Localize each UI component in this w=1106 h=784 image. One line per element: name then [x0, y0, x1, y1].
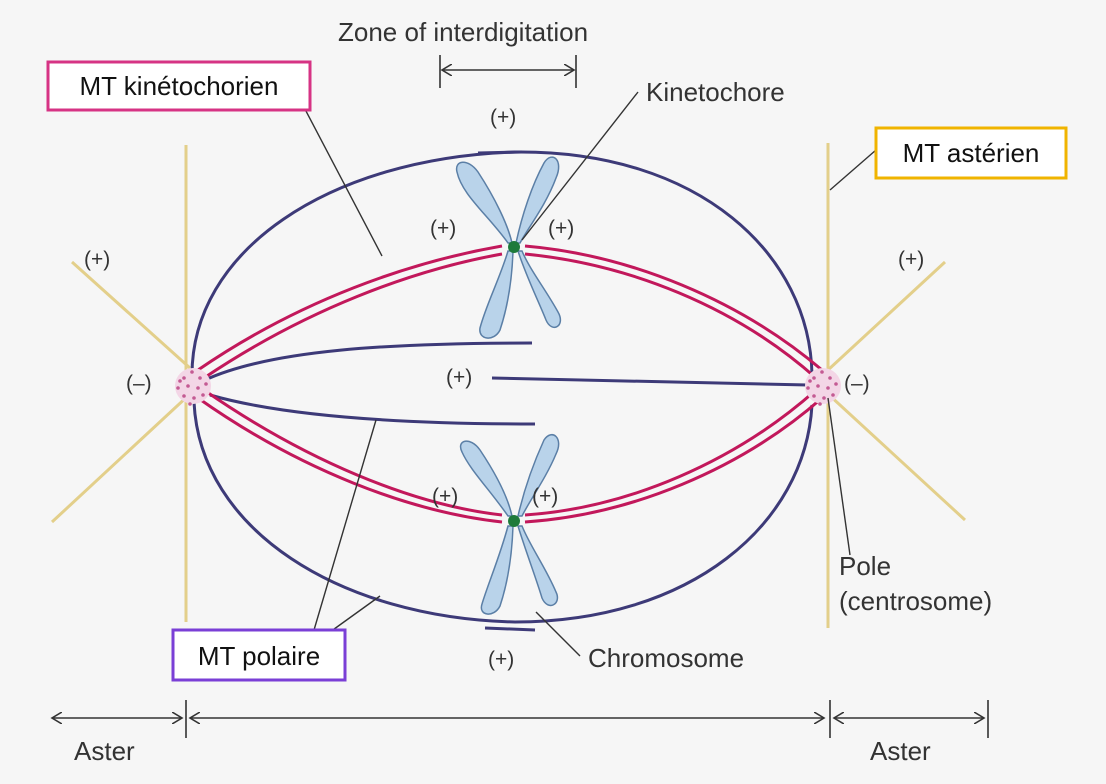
plus-bottom: (+): [488, 648, 514, 671]
kt-mt-lower-right-b: [524, 388, 817, 517]
kt-mt-lower-left-a: [197, 396, 503, 524]
polar-mt-inner-upper: [204, 341, 533, 382]
leader-polar-outer: [329, 595, 381, 633]
zone-label: Zone of interdigitation: [338, 17, 588, 47]
kt-mt-lower-left-b: [203, 388, 503, 517]
aster-label-right: Aster: [870, 736, 931, 766]
kinetochore-label: Kinetochore: [646, 77, 785, 107]
plus-lower-left: (+): [432, 485, 458, 508]
kt-mt-upper-right-b: [524, 252, 817, 380]
astral-mt-left-lower: [50, 392, 192, 524]
minus-left: (–): [126, 372, 152, 395]
kinetochore-upper: [508, 241, 520, 253]
kt-mt-upper-right-a: [524, 244, 823, 372]
plus-upper-right: (+): [548, 217, 574, 240]
box-astral-mt-text: MT astérien: [903, 138, 1040, 168]
plus-lower-right: (+): [532, 485, 558, 508]
leader-chromosome: [535, 611, 581, 657]
leader-kt-mt: [295, 91, 383, 257]
polar-mt-inner-right: [491, 376, 809, 387]
bottom-dimension-arrows: [52, 700, 989, 738]
plus-aster-right: (+): [898, 248, 924, 271]
astral-mt-right-lower: [826, 392, 967, 522]
chromosome-upper: [455, 156, 562, 339]
box-polar-mt-text: MT polaire: [198, 641, 320, 671]
chromosome-label: Chromosome: [588, 643, 744, 673]
polar-mt-lower-arc: [192, 401, 814, 624]
centrosome-left: [175, 368, 211, 406]
polar-microtubules: [190, 150, 814, 632]
plus-center: (+): [446, 366, 472, 389]
leader-astral-mt: [829, 149, 877, 191]
kinetochore-lower: [508, 515, 520, 527]
polar-mt-bottom-cap: [484, 626, 536, 632]
plus-top: (+): [490, 106, 516, 129]
kt-mt-upper-left-a: [197, 244, 503, 372]
leader-kinetochore: [521, 91, 639, 241]
chromosome-lower: [459, 434, 560, 615]
kinetochore-microtubules: [197, 244, 823, 524]
kt-mt-lower-right-a: [524, 396, 823, 524]
leader-lines: [295, 91, 877, 657]
kt-mt-upper-left-b: [203, 252, 503, 380]
polar-mt-top-cap: [477, 150, 523, 155]
plus-upper-left: (+): [430, 217, 456, 240]
box-polar-mt: MT polaire: [171, 628, 347, 682]
aster-label-left: Aster: [74, 736, 135, 766]
minus-right: (–): [844, 372, 870, 395]
pole-label-line2: (centrosome): [839, 586, 992, 616]
box-astral-mt: MT astérien: [874, 126, 1068, 180]
pole-label-line1: Pole: [839, 551, 891, 581]
box-kinetochore-mt: MT kinétochorien: [46, 60, 312, 112]
centrosome-right: [805, 368, 841, 406]
astral-mt-left-upper: [70, 260, 192, 370]
polar-mt-inner-lower: [209, 393, 536, 426]
plus-aster-left: (+): [84, 248, 110, 271]
astral-mt-right-upper: [826, 260, 947, 372]
leader-polar-inner: [313, 419, 377, 631]
box-kinetochore-mt-text: MT kinétochorien: [80, 71, 279, 101]
leader-pole: [827, 397, 851, 556]
